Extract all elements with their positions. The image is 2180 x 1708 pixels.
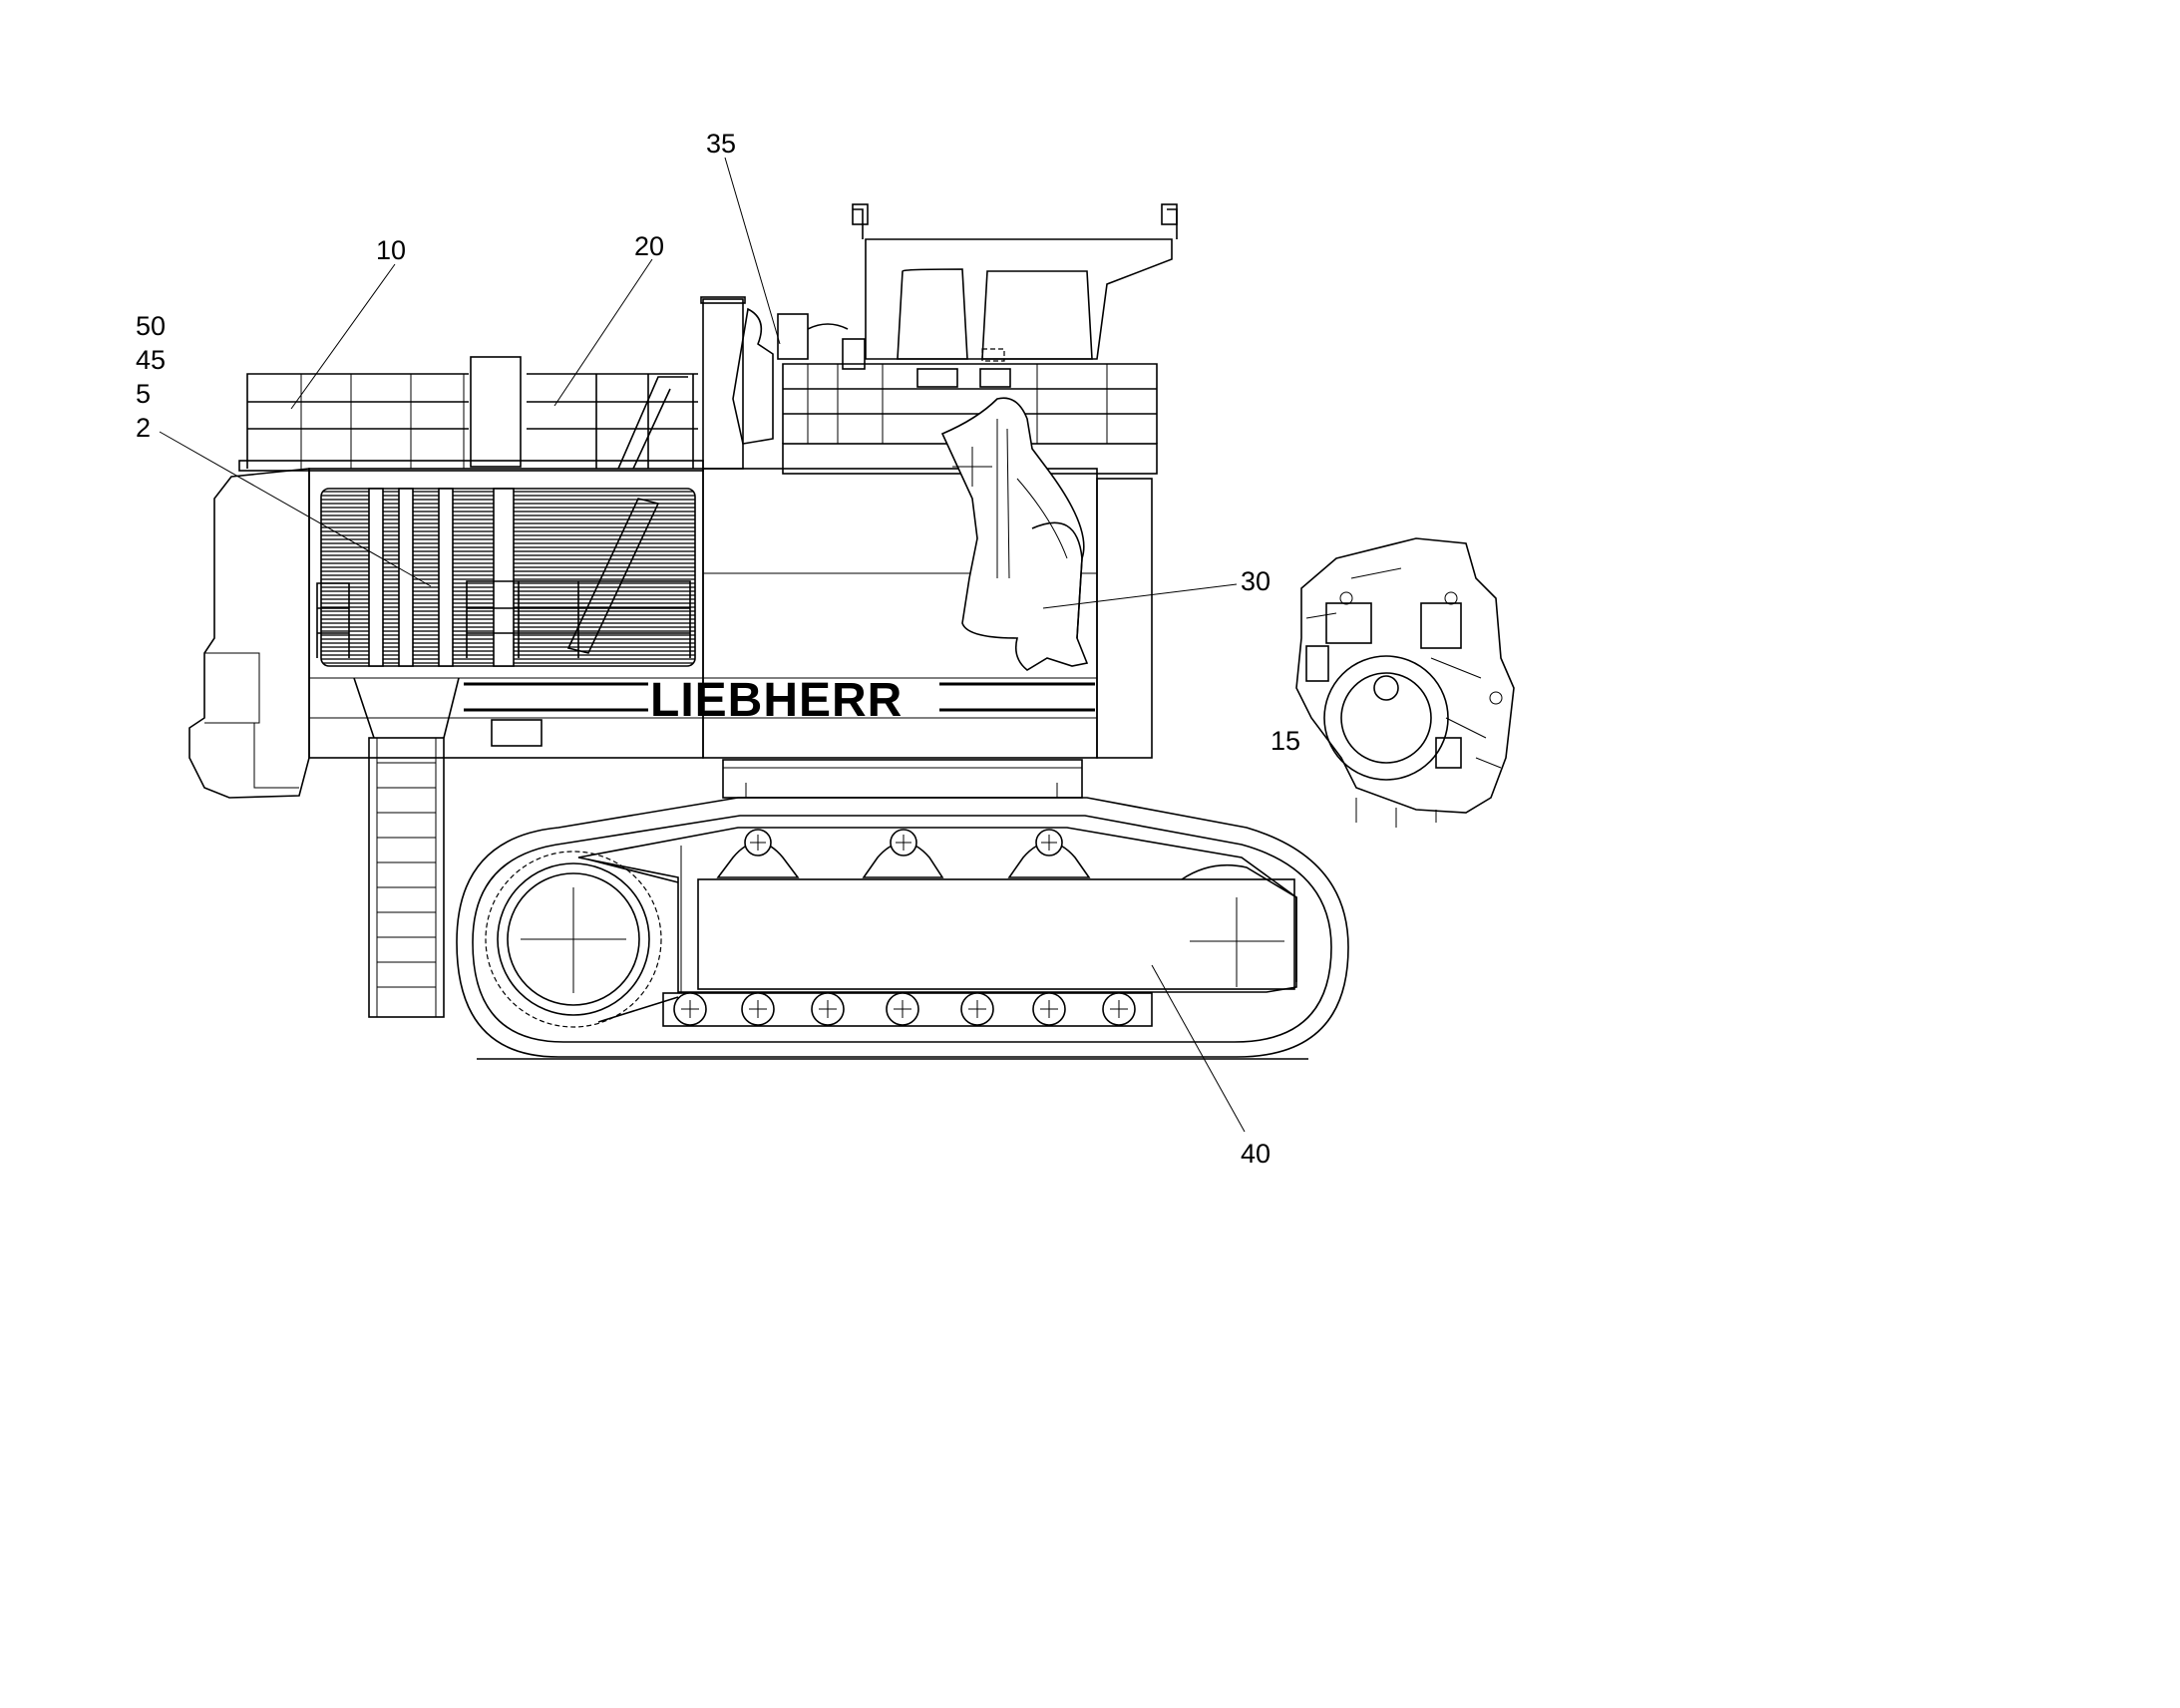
slewing-ring — [722, 759, 1083, 799]
callout-10: 10 — [376, 235, 406, 265]
pump-gearbox-illustration — [1295, 537, 1515, 828]
leader-35 — [724, 157, 781, 345]
track-frame — [577, 827, 1297, 993]
callout-20: 20 — [634, 231, 664, 261]
callout-labels: 50 45 5 2 10 20 35 30 15 40 — [136, 129, 1300, 1169]
leader-lines — [159, 157, 1246, 1133]
track-inner — [472, 815, 1332, 1043]
leader-40 — [1151, 964, 1246, 1133]
callout-2: 2 — [136, 413, 151, 443]
callout-45: 45 — [136, 345, 166, 375]
callout-30: 30 — [1241, 566, 1271, 596]
track-side-plate — [697, 878, 1295, 990]
excavator-parts-diagram: LIEBHERR — [136, 129, 1515, 1169]
crawler-track — [456, 797, 1349, 1060]
callout-40: 40 — [1241, 1139, 1271, 1169]
cutaway-view — [940, 397, 1089, 671]
track-rollers — [662, 992, 1153, 1027]
track-outer — [456, 797, 1349, 1058]
hydraulic-tank-area — [700, 296, 866, 470]
uppercarriage: LIEBHERR — [188, 468, 1153, 799]
leader-30 — [1042, 583, 1238, 609]
access-ladder — [353, 677, 460, 1018]
callout-50: 50 — [136, 311, 166, 341]
carrier-rollers — [716, 829, 1091, 878]
callout-35: 35 — [706, 129, 736, 159]
callout-15: 15 — [1271, 726, 1300, 756]
drive-sprocket — [485, 851, 679, 1028]
liebherr-logo: LIEBHERR — [650, 674, 903, 727]
leader-20 — [553, 258, 653, 407]
counterweight — [188, 468, 310, 799]
exhaust-stack — [470, 356, 522, 468]
leader-10 — [290, 263, 396, 410]
leader-2 — [159, 431, 432, 587]
front-idler — [1181, 863, 1297, 982]
callout-5: 5 — [136, 379, 151, 409]
operator-cab — [852, 203, 1178, 388]
